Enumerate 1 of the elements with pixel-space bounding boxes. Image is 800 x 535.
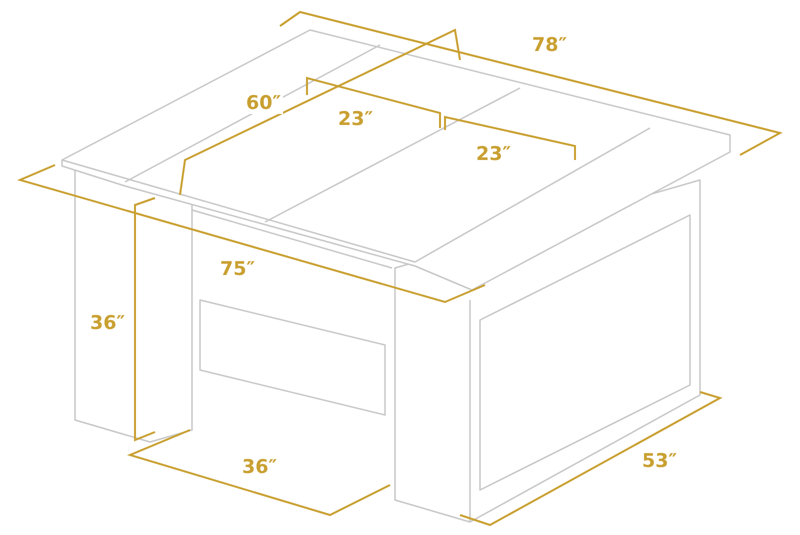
dimension-label: 60″ [244, 92, 283, 114]
